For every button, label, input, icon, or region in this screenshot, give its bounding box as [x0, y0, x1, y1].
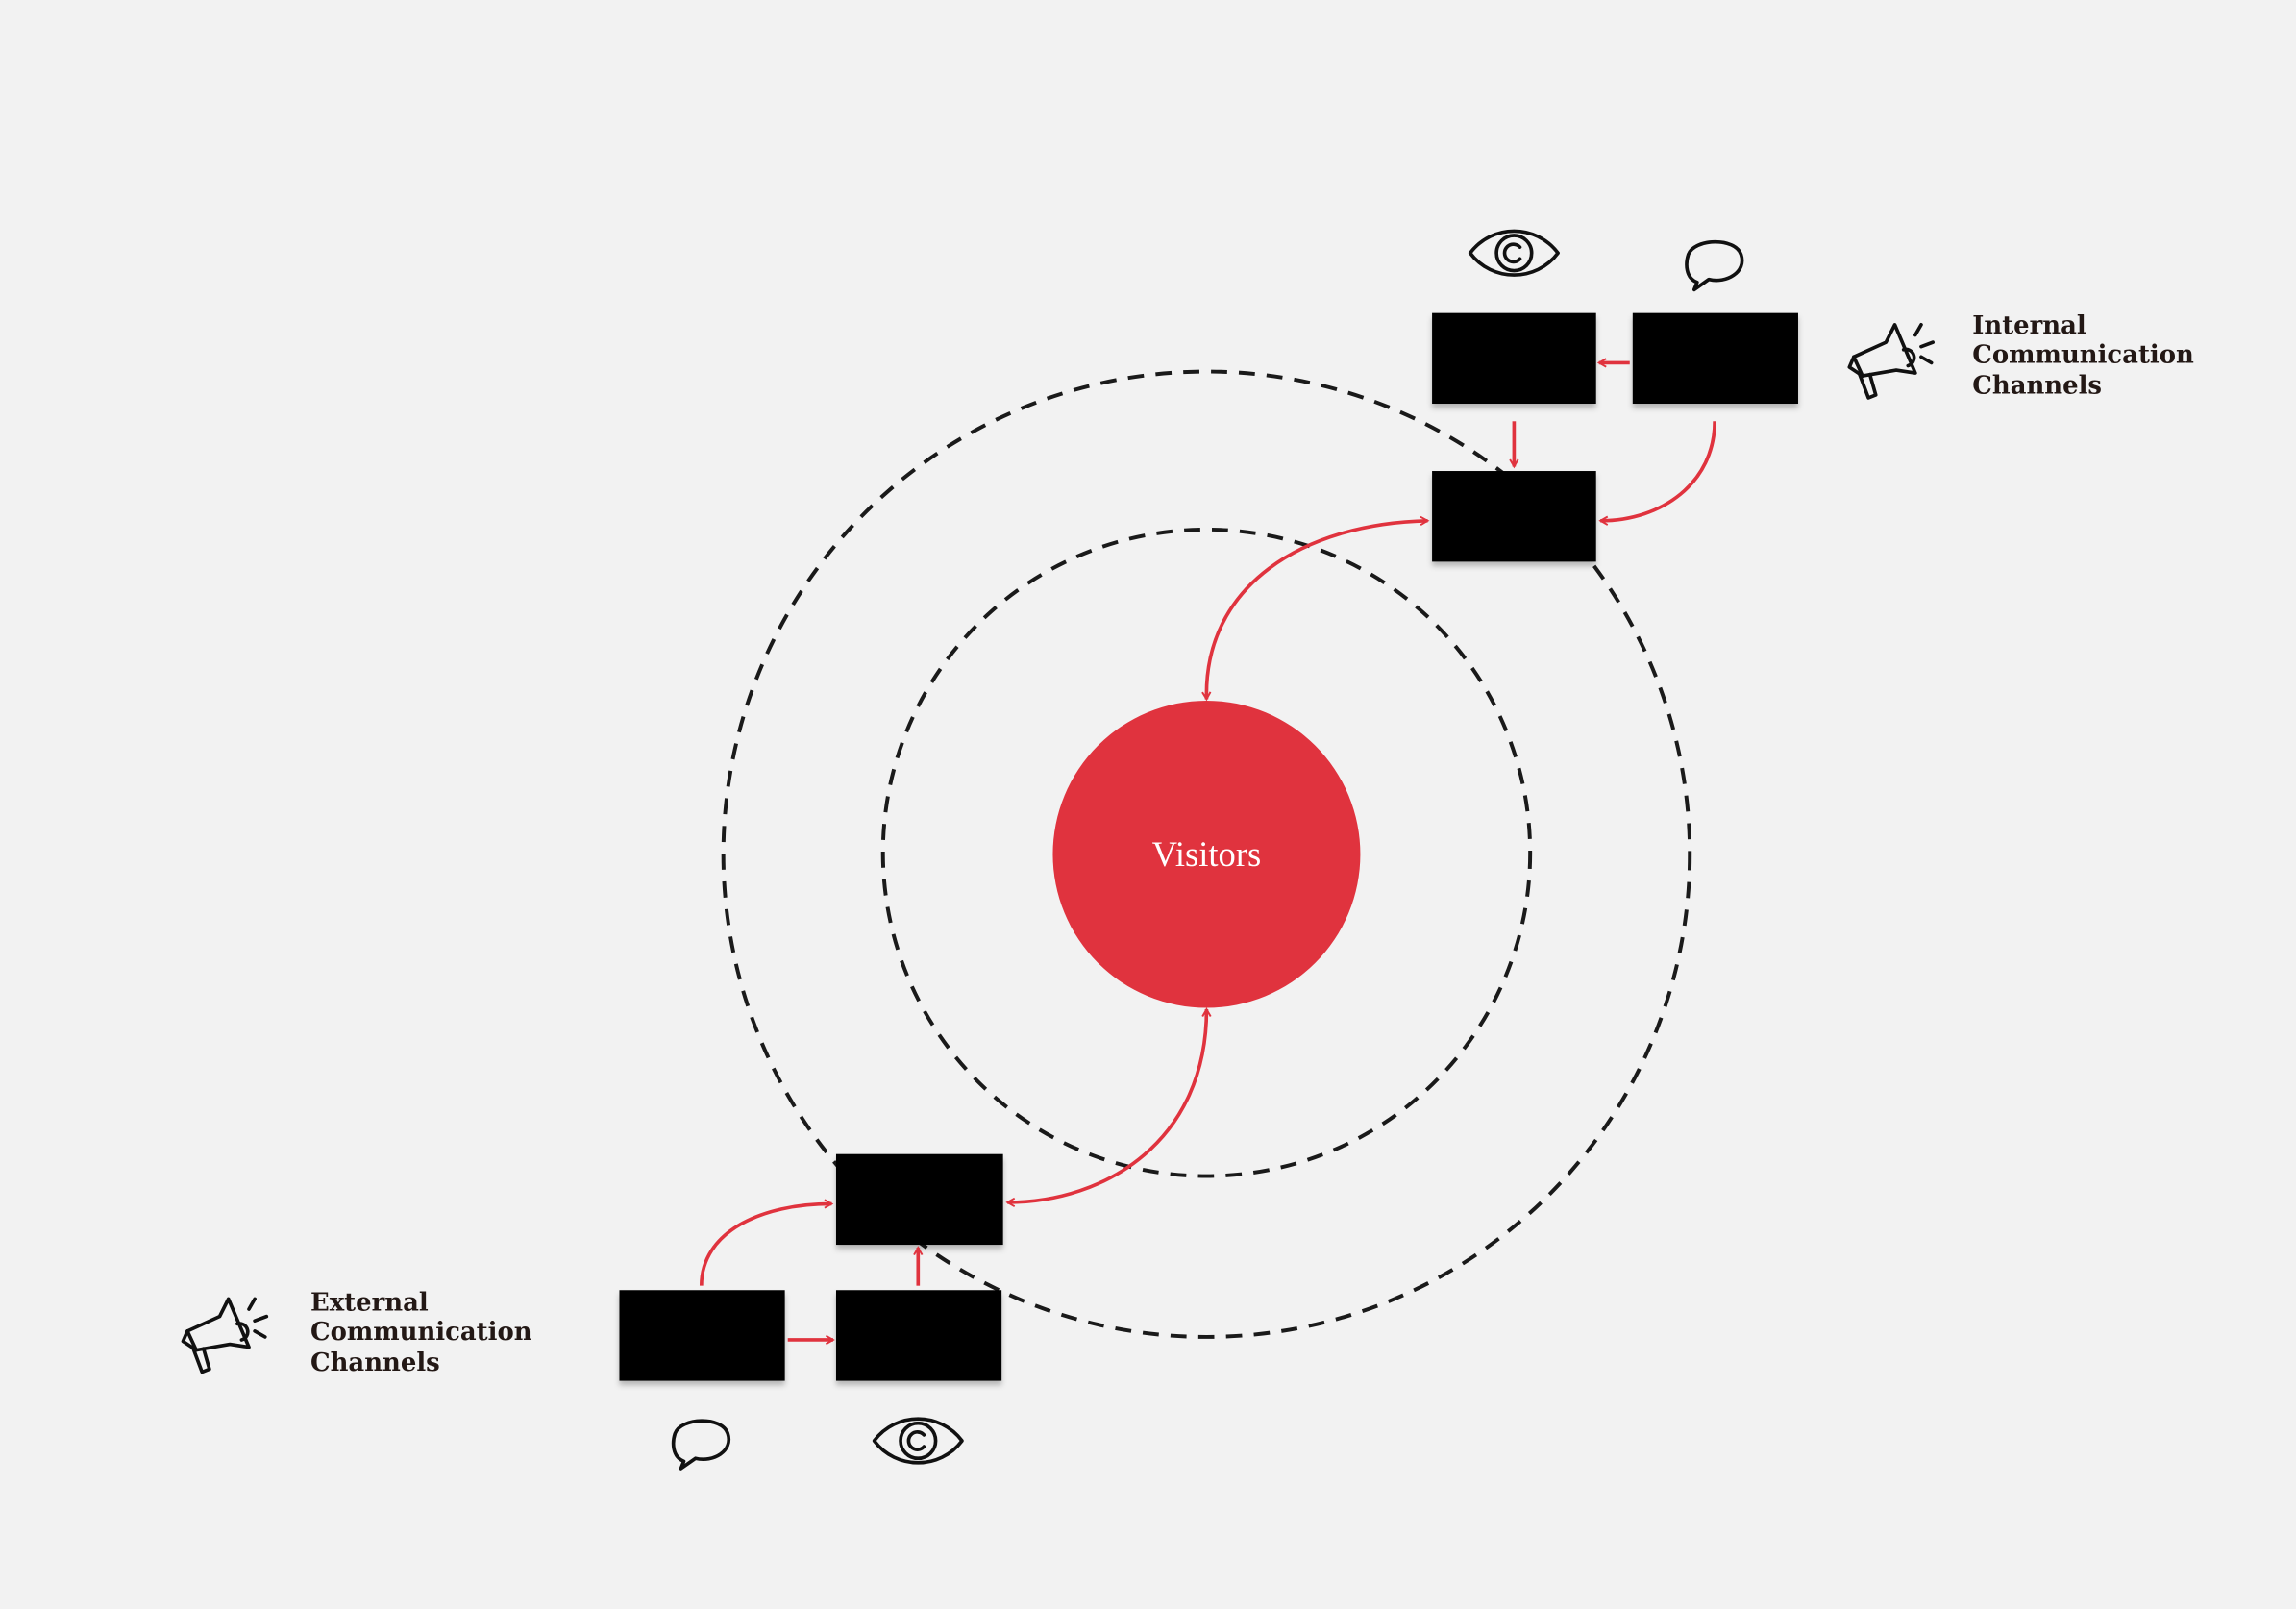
label-line: Communication: [310, 1318, 532, 1347]
speech-bubble-icon: [671, 1419, 731, 1471]
label-line: Channels: [1972, 371, 2102, 400]
arrow-visitors-entry-bottom: [1005, 1007, 1212, 1208]
external-channels-label: External Communication Channels: [310, 1289, 532, 1377]
megaphone-icon: [181, 1297, 269, 1374]
internal-box-speech[interactable]: [1632, 312, 1798, 405]
eye-icon: [1468, 229, 1560, 277]
label-line: External: [310, 1289, 429, 1318]
internal-box-entry[interactable]: [1432, 471, 1596, 562]
arrow-speech-to-entry-top: [1598, 421, 1716, 526]
external-box-eye[interactable]: [835, 1290, 1002, 1381]
visitors-node[interactable]: Visitors: [1052, 700, 1361, 1008]
external-box-entry[interactable]: [835, 1153, 1003, 1246]
external-box-speech[interactable]: [619, 1290, 785, 1381]
label-line: Communication: [1972, 340, 2194, 369]
megaphone-icon: [1847, 323, 1935, 400]
visitors-label: Visitors: [1152, 834, 1262, 874]
eye-icon: [872, 1417, 964, 1465]
outer-orbit: [721, 369, 1692, 1339]
arrow-speech-to-entry-bottom: [699, 1199, 834, 1286]
arrow-entry-top-visitors: [1201, 515, 1430, 702]
internal-box-eye[interactable]: [1432, 312, 1596, 405]
speech-bubble-icon: [1685, 239, 1744, 292]
label-line: Internal: [1972, 311, 2086, 340]
label-line: Channels: [310, 1349, 440, 1377]
internal-channels-label: Internal Communication Channels: [1972, 311, 2194, 400]
